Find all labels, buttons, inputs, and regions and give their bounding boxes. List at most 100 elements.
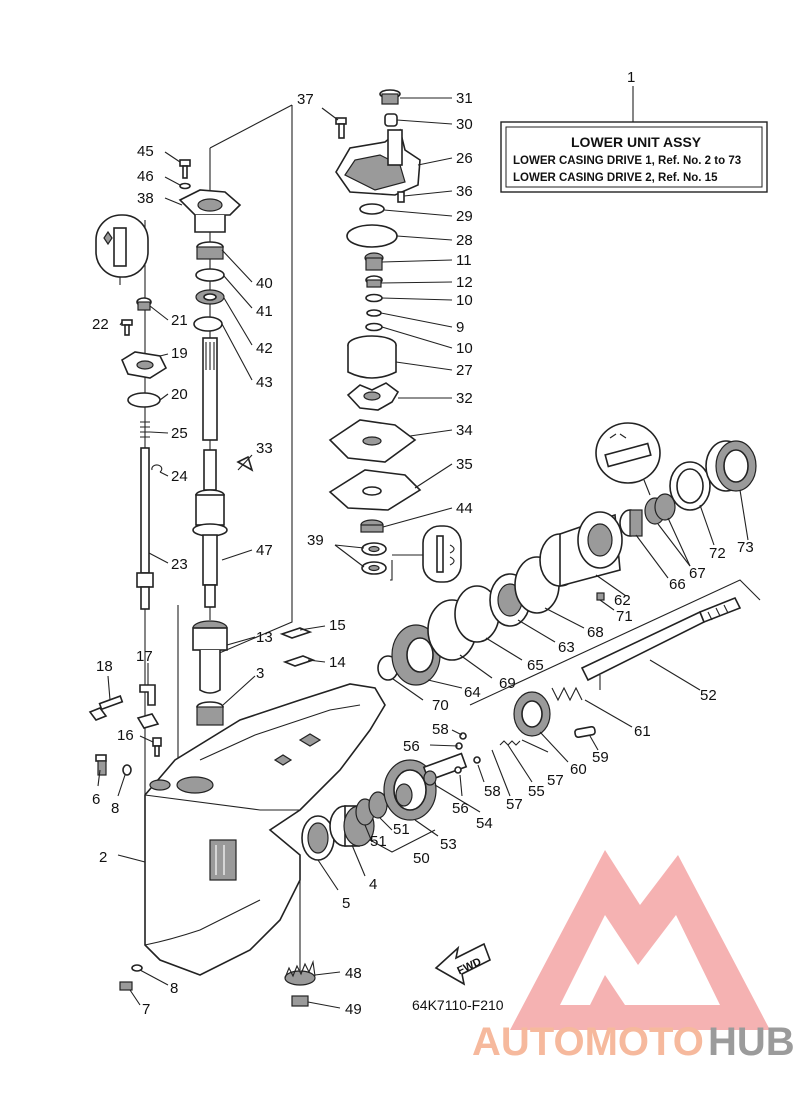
callout-28: 28 xyxy=(456,232,473,249)
casing-fasteners xyxy=(88,684,162,991)
callout-52: 52 xyxy=(700,687,717,704)
lock-washer-part xyxy=(669,461,711,511)
callout-43: 43 xyxy=(256,374,273,391)
callout-33: 33 xyxy=(256,440,273,457)
watermark-logo-icon xyxy=(510,850,770,1030)
callout-69: 69 xyxy=(499,675,516,692)
callout-41: 41 xyxy=(256,303,273,320)
bolt-part-45 xyxy=(179,159,191,179)
callout-45: 45 xyxy=(137,143,154,160)
callout-2: 2 xyxy=(99,849,107,866)
callout-48: 48 xyxy=(345,965,362,982)
callout-12: 12 xyxy=(456,274,473,291)
callout-58: 58 xyxy=(432,721,449,738)
callout-39: 39 xyxy=(307,532,324,549)
callout-20: 20 xyxy=(171,386,188,403)
plug-part xyxy=(95,754,107,776)
callout-46: 46 xyxy=(137,168,154,185)
plate-part-15 xyxy=(279,627,313,639)
o-ring-part-43 xyxy=(193,316,223,332)
callout-10-b: 10 xyxy=(456,340,473,357)
callout-66: 66 xyxy=(669,576,686,593)
callout-27: 27 xyxy=(456,362,473,379)
bolt-part-22 xyxy=(121,319,133,336)
callout-21: 21 xyxy=(171,312,188,329)
bolt-part-18 xyxy=(88,695,124,721)
shift-rod-group xyxy=(95,214,168,610)
callout-18: 18 xyxy=(96,658,113,675)
callout-64: 64 xyxy=(464,684,481,701)
callout-31: 31 xyxy=(456,90,473,107)
callout-8-b: 8 xyxy=(170,980,178,997)
drawing-code: 64K7110-F210 xyxy=(412,997,504,1013)
forward-direction-icon: FWD xyxy=(434,942,492,986)
woodruff-key-part xyxy=(236,455,254,472)
needle-bearing-part xyxy=(196,241,224,260)
callout-37: 37 xyxy=(297,91,314,108)
taper-bearing-part xyxy=(196,701,224,726)
callout-73: 73 xyxy=(737,539,754,556)
outer-plate-part xyxy=(328,419,417,463)
callout-19: 19 xyxy=(171,345,188,362)
gasket-part-8b xyxy=(131,964,143,972)
callout-29: 29 xyxy=(456,208,473,225)
callout-42: 42 xyxy=(256,340,273,357)
callout-71: 71 xyxy=(616,608,633,625)
callout-56-b: 56 xyxy=(452,800,469,817)
dog-clutch-part xyxy=(513,691,551,737)
callout-50: 50 xyxy=(413,850,430,867)
insert-part xyxy=(364,252,384,271)
oil-seal-part-42 xyxy=(195,289,225,305)
callout-57: 57 xyxy=(506,796,523,813)
callout-26: 26 xyxy=(456,150,473,167)
callout-49: 49 xyxy=(345,1001,362,1018)
callout-25: 25 xyxy=(171,425,188,442)
detail-bubble-shift-rod xyxy=(95,214,149,278)
callout-15: 15 xyxy=(329,617,346,634)
cross-pin-part xyxy=(574,725,596,739)
callout-62: 62 xyxy=(614,592,631,609)
assembly-info-box: 1 LOWER UNIT ASSY LOWER CASING DRIVE 1, … xyxy=(500,69,768,193)
callout-3: 3 xyxy=(256,665,264,682)
washer-part-2 xyxy=(365,322,383,332)
callout-7: 7 xyxy=(142,1001,150,1018)
pump-housing-part xyxy=(335,128,421,196)
watermark-text-auto: AUTOMOTO xyxy=(472,1020,704,1064)
callout-9: 9 xyxy=(456,319,464,336)
oil-seal-part-67b xyxy=(654,493,676,521)
gasket-part-8 xyxy=(122,764,132,776)
detail-bubble-seal-direction xyxy=(392,525,462,583)
drain-plug-part xyxy=(119,981,133,991)
upper-drive-shaft-part xyxy=(202,337,218,441)
washer-part xyxy=(365,293,383,303)
callout-35: 35 xyxy=(456,456,473,473)
circlip-part xyxy=(151,464,163,473)
clutch-shifter-part xyxy=(422,752,468,786)
spring-part xyxy=(140,421,150,438)
callout-32: 32 xyxy=(456,390,473,407)
pin-part xyxy=(397,191,405,203)
insert-cartridge-part xyxy=(384,113,398,127)
ring-nut-part xyxy=(705,440,757,492)
propeller-shaft-housing-part xyxy=(539,511,623,588)
callout-57-b: 57 xyxy=(547,772,564,789)
callout-58-b: 58 xyxy=(484,783,501,800)
callout-65: 65 xyxy=(527,657,544,674)
oil-seal-part xyxy=(360,519,384,533)
callout-17: 17 xyxy=(136,648,153,665)
ball-part-58b xyxy=(473,756,481,764)
hose-part xyxy=(136,684,160,729)
callout-4: 4 xyxy=(369,876,377,893)
callout-47: 47 xyxy=(256,542,273,559)
grease-fitting-part xyxy=(152,737,162,757)
pinion-gear-part xyxy=(383,759,437,821)
forward-gear-part xyxy=(391,624,441,686)
bearing-housing-part xyxy=(178,189,242,233)
callout-5: 5 xyxy=(342,895,350,912)
drive-shaft-column xyxy=(178,117,347,726)
cup-part xyxy=(347,335,397,379)
callout-23: 23 xyxy=(171,556,188,573)
key-part xyxy=(366,309,382,317)
plate-part-14 xyxy=(282,655,316,667)
callout-55: 55 xyxy=(528,783,545,800)
